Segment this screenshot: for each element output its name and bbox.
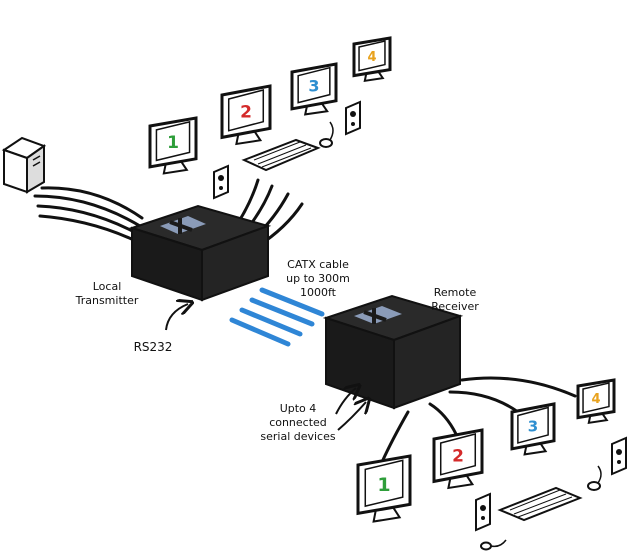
remote-microphone-icon	[480, 539, 507, 551]
remote-speaker-right-icon	[611, 436, 627, 476]
local-monitor-2: 2	[220, 84, 272, 146]
remote-monitors: 1 2 3 4	[356, 378, 616, 523]
local-monitor-4: 4	[352, 36, 392, 83]
local-keyboard-icon	[241, 138, 321, 172]
catx-cable-label-line2: up to 300m	[286, 272, 350, 285]
local-monitor-2-number: 2	[240, 102, 252, 122]
local-speaker-left-icon	[213, 164, 229, 200]
remote-monitor-3: 3	[510, 402, 556, 456]
remote-mouse-icon	[587, 465, 602, 491]
catx-cable-label-line3: 1000ft	[300, 286, 336, 299]
local-monitor-3-number: 3	[308, 77, 319, 96]
local-monitors: 1 2 3 4	[148, 36, 392, 175]
receiver-to-remote-peripherals-cables	[380, 376, 577, 464]
remote-receiver-box	[322, 294, 464, 410]
local-transmitter-label-line1: Local	[92, 280, 122, 293]
local-transmitter-box	[128, 204, 272, 302]
local-transmitter-label-line2: Transmitter	[75, 294, 139, 307]
remote-monitor-4: 4	[576, 378, 616, 425]
remote-receiver-label-line1: Remote	[433, 286, 477, 299]
local-pc-tower-icon	[1, 136, 47, 194]
serial-devices-label: Upto 4 connected serial devices	[248, 402, 348, 444]
remote-monitor-2: 2	[432, 428, 484, 490]
local-monitor-3: 3	[290, 62, 338, 116]
local-monitor-1-number: 1	[167, 133, 179, 153]
local-speaker-right-icon	[345, 100, 361, 136]
serial-devices-label-line1: Upto 4	[279, 402, 317, 415]
remote-monitor-2-number: 2	[452, 446, 464, 466]
remote-speaker-left-icon	[475, 492, 491, 532]
catx-cable-label-line1: CATX cable	[287, 258, 349, 271]
local-transmitter-label: Local Transmitter	[62, 280, 152, 308]
receiver-logo-icon	[354, 306, 402, 324]
remote-keyboard-icon	[497, 486, 583, 522]
rs232-label: RS232	[133, 340, 173, 354]
remote-receiver-label-line2: Receiver	[431, 300, 479, 313]
transmitter-logo-icon	[160, 216, 206, 234]
remote-monitor-4-number: 4	[591, 392, 600, 407]
annotation-arrows	[165, 304, 366, 431]
remote-receiver-label: Remote Receiver	[410, 286, 500, 314]
catx-cable-label: CATX cable up to 300m 1000ft	[268, 258, 368, 300]
remote-monitor-1: 1	[356, 454, 412, 523]
remote-monitor-3-number: 3	[528, 417, 538, 435]
serial-devices-label-line2: connected	[269, 416, 327, 429]
pc-to-transmitter-cables	[33, 186, 144, 244]
local-mouse-icon	[319, 121, 334, 148]
catx-cable	[229, 287, 325, 347]
serial-devices-label-line3: serial devices	[260, 430, 336, 443]
local-monitor-1: 1	[148, 116, 198, 175]
remote-monitor-1-number: 1	[377, 474, 390, 496]
local-monitor-4-number: 4	[367, 50, 376, 65]
